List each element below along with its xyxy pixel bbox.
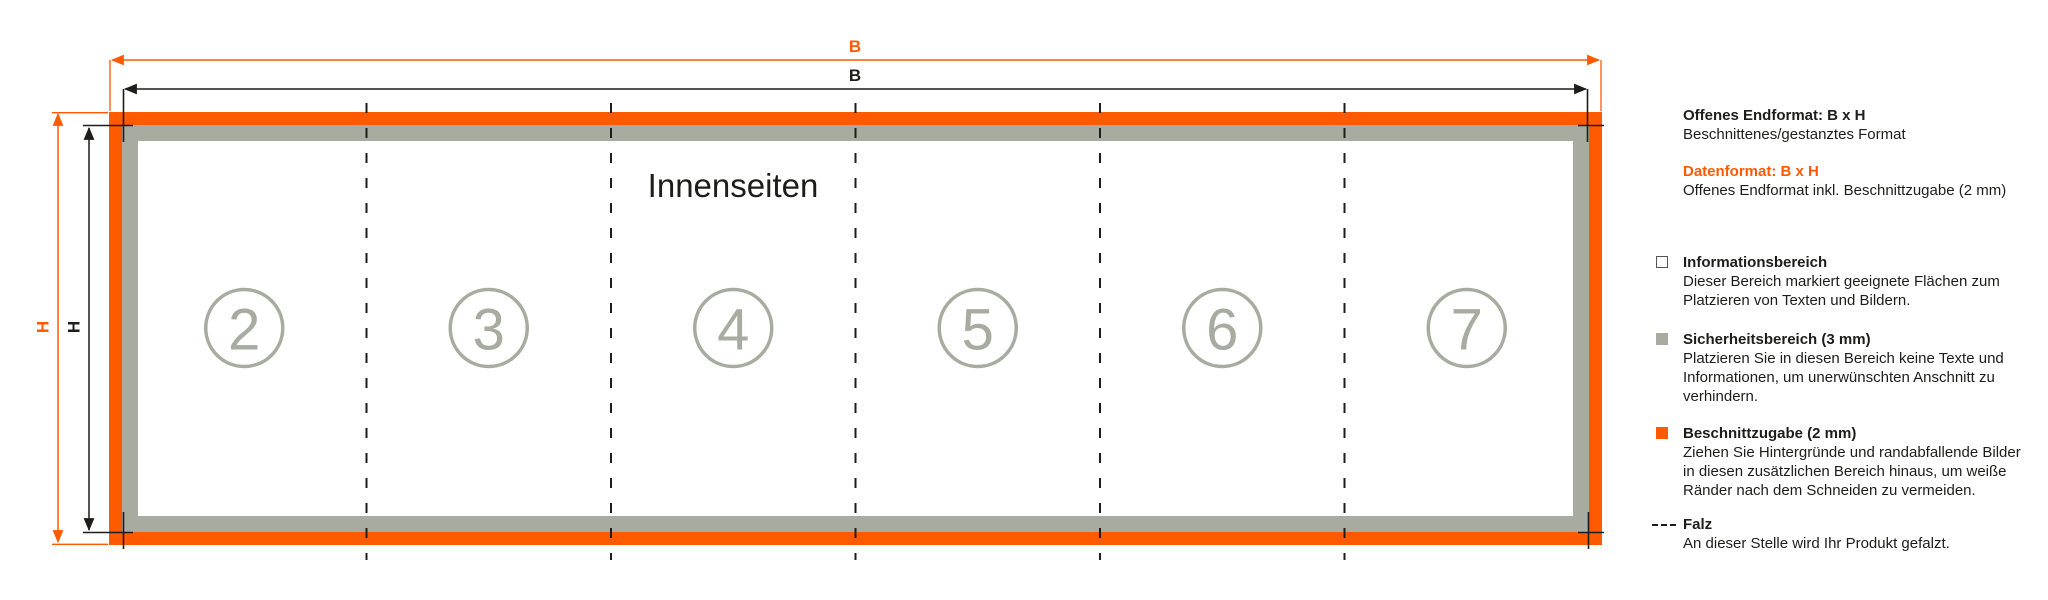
fold-line-dash-icon: [1652, 524, 1676, 526]
legend-body: Beschnittenes/gestanztes Format: [1683, 126, 1906, 143]
legend-item-falz: Falz An dieser Stelle wird Ihr Produkt g…: [1652, 515, 2048, 553]
panel-number-circle: [937, 287, 1018, 369]
legend-heading: Sicherheitsbereich (3 mm): [1683, 331, 1871, 348]
label-width-bleed: B: [849, 37, 861, 56]
legend-heading: Datenformat: B x H: [1683, 163, 1819, 180]
legend-heading: Beschnittzugabe (2 mm): [1683, 425, 1857, 442]
panel-number-circle: [693, 287, 774, 369]
panel-number: 4: [717, 298, 749, 363]
label-width-trim: B: [849, 66, 861, 85]
legend-body: Ziehen Sie Hintergründe und randabfallen…: [1683, 444, 2021, 499]
information-area-swatch-icon: [1656, 256, 1668, 268]
inner-pages-label: Innenseiten: [647, 167, 819, 204]
label-height-bleed: H: [34, 321, 53, 333]
panel-number-circle: [448, 287, 529, 369]
panel-number-circle: [1182, 287, 1263, 369]
panel-number: 6: [1206, 298, 1238, 363]
legend-item-offenes-endformat: Offenes Endformat: B x H Beschnittenes/g…: [1656, 106, 2048, 144]
panel-number: 7: [1451, 298, 1483, 363]
generated-panels: 2 3 4 5 6 7: [204, 103, 1507, 560]
legend-item-informationsbereich: Informationsbereich Dieser Bereich marki…: [1656, 253, 2048, 310]
panel-number: 3: [473, 298, 505, 363]
panel-number-circle: [1426, 287, 1507, 369]
panel-number: 5: [962, 298, 994, 363]
label-height-trim: H: [65, 321, 84, 333]
legend-body: Offenes Endformat inkl. Beschnittzugabe …: [1683, 182, 2007, 199]
panel-number-circle: [204, 287, 285, 369]
legend-item-datenformat: Datenformat: B x H Offenes Endformat ink…: [1656, 162, 2048, 200]
legend-item-beschnittzugabe: Beschnittzugabe (2 mm) Ziehen Sie Hinter…: [1656, 424, 2048, 500]
panel-number: 2: [228, 298, 260, 363]
legend-heading: Falz: [1683, 516, 1713, 533]
legend-body: An dieser Stelle wird Ihr Produkt gefalz…: [1683, 535, 1950, 552]
legend-heading: Informationsbereich: [1683, 254, 1828, 271]
legend-item-sicherheitsbereich: Sicherheitsbereich (3 mm) Platzieren Sie…: [1656, 330, 2048, 406]
legend-body: Dieser Bereich markiert geeignete Fläche…: [1683, 273, 2000, 309]
legend-body: Platzieren Sie in diesen Bereich keine T…: [1683, 350, 2004, 405]
safety-area-swatch-icon: [1656, 333, 1668, 345]
bleed-area-swatch-icon: [1656, 427, 1668, 439]
legend-heading: Offenes Endformat: B x H: [1683, 107, 1866, 124]
